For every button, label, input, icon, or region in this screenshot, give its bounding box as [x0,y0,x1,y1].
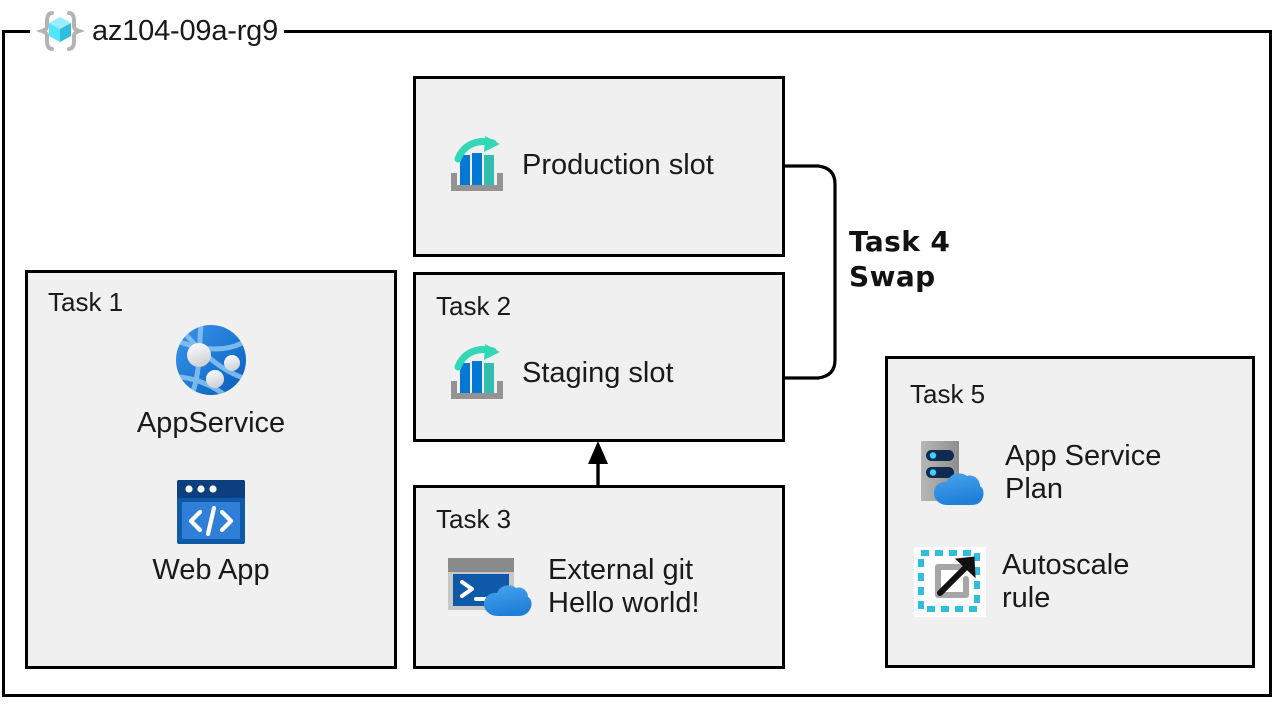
appservice-label: AppService [136,407,286,439]
production-slot-item: Production slot [446,135,714,197]
resource-group-cube-icon [36,9,84,53]
cloud-shell-terminal-icon [446,554,534,620]
app-service-globe-icon [172,321,250,399]
production-slot-label: Production slot [522,149,714,182]
staging-slot-item: Staging slot [446,343,674,405]
resource-group-frame [2,30,1272,697]
app-service-plan-server-cloud-icon [915,437,991,509]
task3-box: Task 3 [413,485,785,669]
external-git-item: External git Hello world! [446,554,700,621]
deployment-slot-icon [446,135,508,197]
webapp-item: Web App [111,478,311,585]
task2-title: Task 2 [436,291,512,321]
task5-box: Task 5 [885,356,1255,668]
task5-title: Task 5 [910,379,986,409]
web-app-code-window-icon [175,478,247,546]
deployment-slot-icon [446,343,508,405]
production-slot-box: Production slot [413,76,785,257]
task4-swap-annotation: Task 4 Swap [849,225,951,293]
autoscale-rule-arrow-icon [912,545,988,619]
autoscale-rule-label: Autoscale rule [1002,548,1130,614]
webapp-label: Web App [152,554,270,586]
app-service-plan-label: App Service Plan [1005,439,1162,505]
staging-slot-label: Staging slot [522,357,674,390]
resource-group-title: az104-09a-rg9 [30,11,285,51]
resource-group-name: az104-09a-rg9 [92,14,279,47]
autoscale-rule-item: Autoscale rule [912,545,1129,619]
task1-box: Task 1 [25,270,397,669]
task3-title: Task 3 [436,504,512,534]
task1-title: Task 1 [48,287,124,317]
app-service-plan-item: App Service Plan [915,437,1161,509]
external-git-label: External git Hello world! [548,554,700,620]
appservice-item: AppService [111,321,311,438]
task2-box: Task 2 Staging slot [413,272,785,442]
